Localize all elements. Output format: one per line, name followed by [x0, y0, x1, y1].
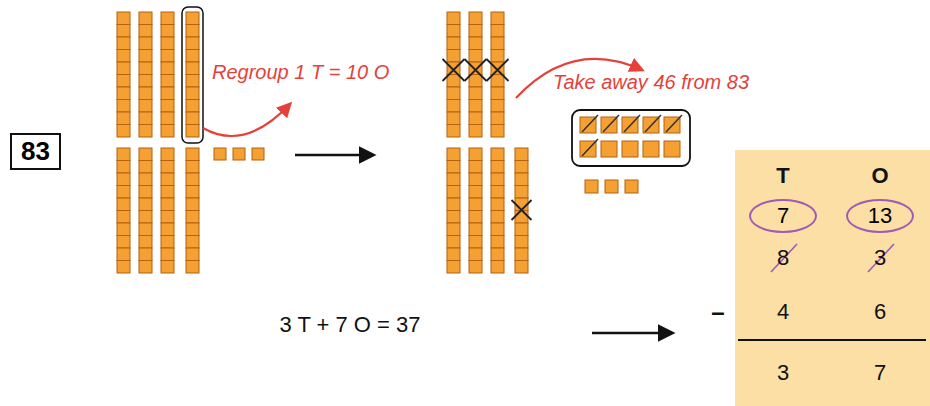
step-arrow [295, 154, 373, 157]
strike-mark [666, 115, 682, 132]
table-panel [735, 150, 930, 406]
node-text: 13 [868, 204, 892, 228]
column-header: O [871, 164, 888, 188]
unit-cube [622, 141, 638, 157]
circled-digit: 7 [749, 199, 817, 233]
table-cell: 7 [874, 361, 886, 385]
ten-rod [447, 148, 460, 273]
cross-mark [465, 59, 487, 81]
unit-cube [643, 141, 659, 157]
minus-sign: – [711, 299, 724, 325]
ten-rod [161, 148, 174, 273]
unit-cube [214, 148, 226, 160]
result-equation: 3 T + 7 O = 37 [279, 313, 420, 337]
cross-mark [512, 200, 532, 220]
table-cell: 3 [874, 246, 886, 270]
ten-rod [186, 12, 199, 137]
unit-cube [233, 148, 245, 160]
unit-cube [585, 180, 598, 193]
ten-rod [117, 148, 130, 273]
ten-rod [139, 148, 152, 273]
cross-mark [443, 59, 465, 81]
strike-mark [582, 115, 598, 132]
column-header: T [776, 164, 789, 188]
strike-mark [771, 244, 797, 272]
ten-rod [139, 12, 152, 137]
ten-rod [186, 148, 199, 273]
strike-mark [645, 115, 661, 132]
ten-rod [469, 148, 482, 273]
table-cell: 6 [874, 300, 886, 324]
table-cell: 3 [777, 361, 789, 385]
unit-cube [605, 180, 618, 193]
unit-cube [252, 148, 264, 160]
step-arrow [592, 332, 672, 335]
regroup-outline [182, 7, 203, 143]
table-cell: 8 [777, 246, 789, 270]
node-text: 7 [777, 204, 789, 228]
take-away-box [572, 110, 690, 166]
table-cell: 4 [777, 300, 789, 324]
sum-line [738, 339, 926, 341]
regroup-arrow [203, 104, 290, 136]
take-away-note: Take away 46 from 83 [553, 71, 749, 93]
strike-mark [868, 244, 894, 272]
unit-cube [601, 141, 617, 157]
circled-digit: 13 [846, 199, 914, 233]
strike-mark [603, 115, 619, 132]
node-text: 83 [21, 137, 50, 166]
regroup-note: Regroup 1 T = 10 O [212, 61, 389, 83]
strike-mark [582, 139, 598, 156]
ten-rod [491, 148, 504, 273]
number-box: 83 [10, 133, 61, 170]
ten-rod [117, 12, 130, 137]
unit-cube [625, 180, 638, 193]
cross-mark [487, 59, 509, 81]
ten-rod [161, 12, 174, 137]
strike-mark [624, 115, 640, 132]
unit-cube [664, 141, 680, 157]
